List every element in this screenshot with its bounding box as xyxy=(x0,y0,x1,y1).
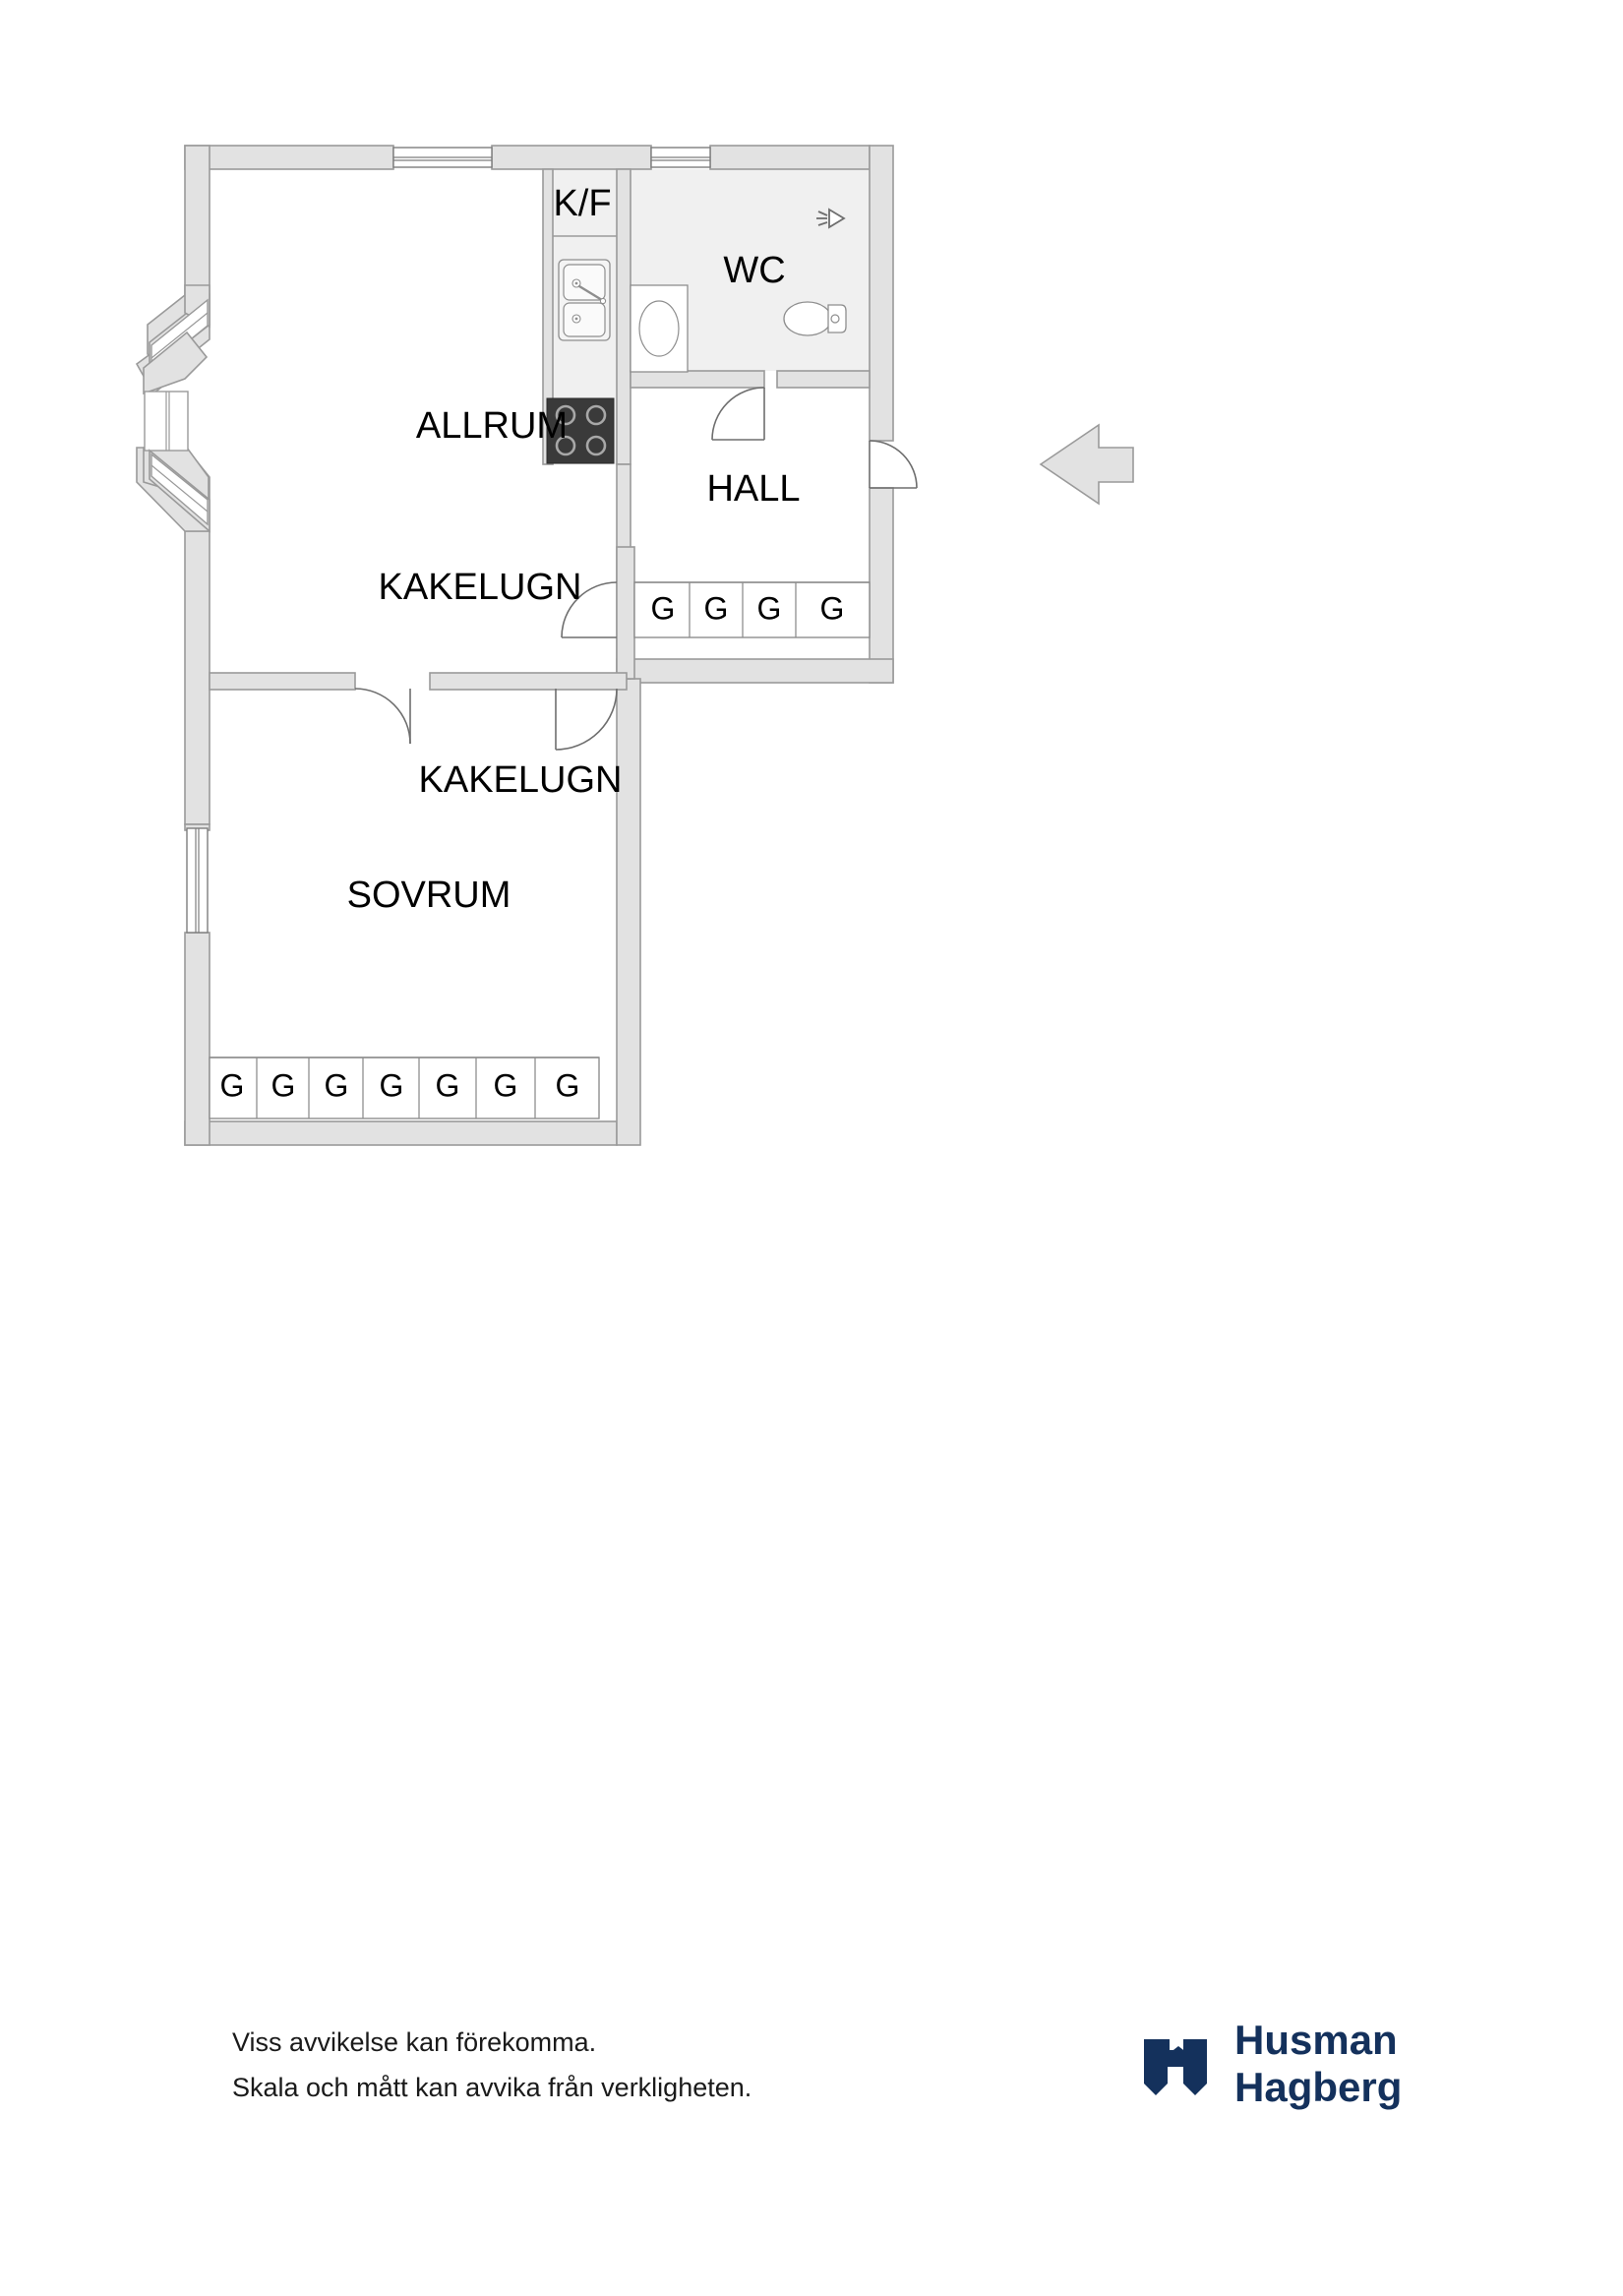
wc-ventilation-icon xyxy=(816,208,846,229)
bedroom-closet-g-1: G xyxy=(220,1067,245,1103)
door-swings xyxy=(354,387,918,751)
bay-corner-mid-upper-block xyxy=(143,331,209,395)
bedroom-closet-g-4: G xyxy=(380,1067,404,1103)
wall-bottom xyxy=(184,1120,618,1146)
hall-closet-backing xyxy=(633,581,871,638)
stove-burner-bl xyxy=(555,435,576,456)
bedroom-closet-g-2: G xyxy=(271,1067,296,1103)
wall-left-bottom xyxy=(184,932,210,1146)
kitchen-fixtures xyxy=(546,235,617,464)
hall-closet-g-1: G xyxy=(651,590,676,626)
sink-basin-bottom xyxy=(563,302,606,337)
wall-sovrum-right xyxy=(616,678,641,1146)
bay-lower-mullion xyxy=(150,464,209,513)
wall-kitchen-left xyxy=(542,168,554,465)
entrance-arrow xyxy=(1039,423,1134,506)
bedroom-closet-backing xyxy=(209,1057,600,1119)
stove-burner-tl xyxy=(555,404,576,426)
bedroom-closet-g-3: G xyxy=(325,1067,349,1103)
bay-window-assembly xyxy=(143,284,210,533)
wall-hall-bottom xyxy=(616,658,894,684)
stove-burner-tr xyxy=(585,404,607,426)
bedroom-closet-g-5: G xyxy=(436,1067,460,1103)
logo-line-2: Hagberg xyxy=(1234,2064,1402,2110)
wc-toilet-bowl xyxy=(783,301,832,336)
allrum-sovrum-door xyxy=(354,688,411,745)
room-label-hall: HALL xyxy=(706,468,800,510)
wc-door xyxy=(711,387,765,441)
wall-top-left xyxy=(184,145,394,170)
room-label-kakelugn-1: KAKELUGN xyxy=(379,567,582,608)
sovrum-hall-door xyxy=(555,688,618,751)
hall-closet-g-3: G xyxy=(757,590,782,626)
wall-right-upper xyxy=(869,145,894,442)
allrum-floor xyxy=(148,169,617,689)
logo-line-1: Husman xyxy=(1234,2017,1398,2063)
wall-top-right xyxy=(709,145,871,170)
sink-basin-top xyxy=(563,264,606,301)
bedroom-closet-row: G G G G G G G xyxy=(209,1057,600,1119)
bedroom-closet-g-6: G xyxy=(494,1067,518,1103)
wc-washbasin-bowl xyxy=(638,300,680,357)
logo: Husman Hagberg xyxy=(1144,2017,1402,2110)
passage-door xyxy=(561,581,618,638)
footer-line-2: Skala och mått kan avvika från verklighe… xyxy=(232,2073,751,2102)
window-bay-lower xyxy=(150,453,209,526)
wall-kitchen-right xyxy=(616,168,631,465)
room-label-wc: WC xyxy=(723,250,785,291)
window-sovrum-left xyxy=(186,827,209,934)
bay-upper-mullion xyxy=(150,312,209,359)
interior-walls xyxy=(209,168,871,691)
wall-wc-bottom-right xyxy=(776,370,871,389)
wc-fixtures xyxy=(630,208,847,373)
footer-line-1: Viss avvikelse kan förekomma. xyxy=(232,2027,596,2057)
entry-door xyxy=(869,440,918,489)
bedroom-closet-g-7: G xyxy=(556,1067,580,1103)
wall-right-lower xyxy=(869,487,894,684)
hall-closet-row: G G G G xyxy=(633,581,871,638)
sink-faucet xyxy=(577,284,604,302)
wall-allrum-bottom-right xyxy=(429,672,628,691)
room-fills xyxy=(148,169,870,1131)
hall-closet-g-4: G xyxy=(820,590,845,626)
room-label-kakelugn-2: KAKELUGN xyxy=(419,759,623,801)
wall-allrum-bottom-left xyxy=(209,672,356,691)
walls xyxy=(135,145,894,1146)
windows xyxy=(186,147,711,934)
room-labels: ALLRUM K/F WC HALL KAKELUGN KAKELUGN SOV… xyxy=(347,183,801,916)
wall-hall-closet-left xyxy=(616,546,635,680)
room-label-sovrum: SOVRUM xyxy=(347,875,511,916)
wc-toilet-flush xyxy=(830,314,840,324)
wall-top-mid xyxy=(491,145,652,170)
room-label-allrum: ALLRUM xyxy=(416,405,568,447)
wall-left-mid xyxy=(184,530,210,825)
footer: Viss avvikelse kan förekomma. Skala och … xyxy=(232,2027,751,2102)
room-label-kf: K/F xyxy=(553,183,611,224)
hall-closet-g-2: G xyxy=(704,590,729,626)
wall-wc-bottom xyxy=(630,370,765,389)
stove-burner-br xyxy=(585,435,607,456)
